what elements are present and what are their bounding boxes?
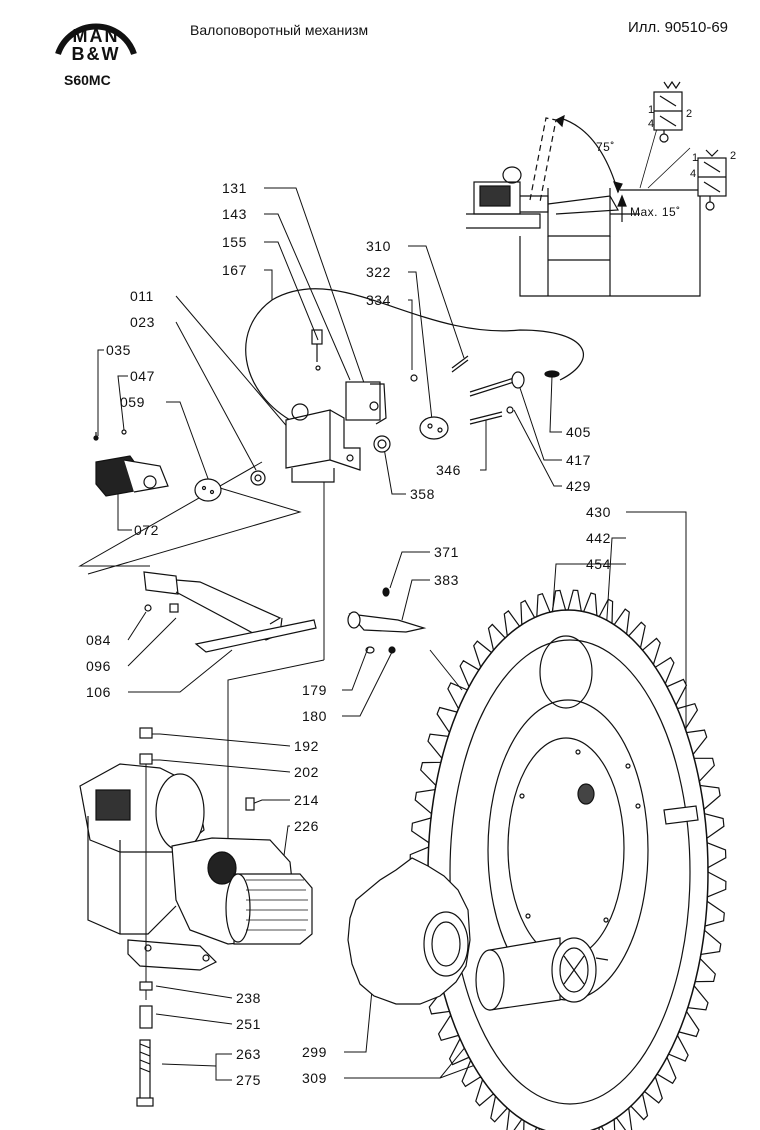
valve-top-port-4: 4 — [648, 118, 655, 130]
part-label-454: 454 — [586, 556, 611, 572]
logo-text-line2: B&W — [71, 44, 121, 64]
part-label-358: 358 — [410, 486, 435, 502]
valve-top-port-2: 2 — [686, 108, 693, 120]
valve-bottom-port-4: 4 — [690, 168, 697, 180]
part-label-275: 275 — [236, 1072, 261, 1088]
page-title: Валоповоротный механизм — [190, 22, 369, 38]
pinion-gear — [347, 857, 471, 1005]
valve-bottom-port-2: 2 — [730, 150, 737, 162]
inset-operation-sketch — [466, 80, 727, 297]
part-label-179: 179 — [302, 682, 327, 698]
part-label-334: 334 — [366, 292, 391, 308]
turning-gear-motor — [79, 763, 313, 971]
part-label-371: 371 — [434, 544, 459, 560]
part-label-263: 263 — [236, 1046, 261, 1062]
part-label-299: 299 — [302, 1044, 327, 1060]
part-label-023: 023 — [130, 314, 155, 330]
flywheel-gear — [427, 609, 709, 1130]
part-label-072: 072 — [134, 522, 159, 538]
engine-model: S60MC — [64, 72, 111, 88]
part-label-059: 059 — [120, 394, 145, 410]
inset-angle-label: 75˚ — [596, 140, 615, 154]
valve-top-port-1: 1 — [648, 104, 655, 116]
part-label-155: 155 — [222, 234, 247, 250]
part-label-310: 310 — [366, 238, 391, 254]
inset-max-label: Max. 15˚ — [630, 205, 681, 219]
part-label-131: 131 — [222, 180, 247, 196]
illustration-reference: Илл. 90510-69 — [628, 19, 729, 36]
valve-bottom-port-1: 1 — [692, 152, 699, 164]
part-label-417: 417 — [566, 452, 591, 468]
part-label-405: 405 — [566, 424, 591, 440]
part-label-430: 430 — [586, 504, 611, 520]
part-label-226: 226 — [294, 818, 319, 834]
part-label-309: 309 — [302, 1070, 327, 1086]
part-label-180: 180 — [302, 708, 327, 724]
part-label-214: 214 — [294, 792, 319, 808]
part-label-322: 322 — [366, 264, 391, 280]
logo-text-line1: MAN — [72, 26, 120, 46]
part-label-084: 084 — [86, 632, 111, 648]
part-label-202: 202 — [294, 764, 319, 780]
part-label-238: 238 — [236, 990, 261, 1006]
part-label-047: 047 — [130, 368, 155, 384]
man-bw-logo: MAN B&W — [44, 4, 148, 70]
part-label-429: 429 — [566, 478, 591, 494]
part-label-251: 251 — [236, 1016, 261, 1032]
part-label-143: 143 — [222, 206, 247, 222]
part-label-035: 035 — [106, 342, 131, 358]
part-label-106: 106 — [86, 684, 111, 700]
part-label-383: 383 — [434, 572, 459, 588]
part-label-192: 192 — [294, 738, 319, 754]
part-label-011: 011 — [130, 288, 154, 304]
part-label-442: 442 — [586, 530, 611, 546]
part-label-346: 346 — [436, 462, 461, 478]
leader-lines — [97, 187, 687, 1081]
part-label-096: 096 — [86, 658, 111, 674]
part-label-167: 167 — [222, 262, 247, 278]
